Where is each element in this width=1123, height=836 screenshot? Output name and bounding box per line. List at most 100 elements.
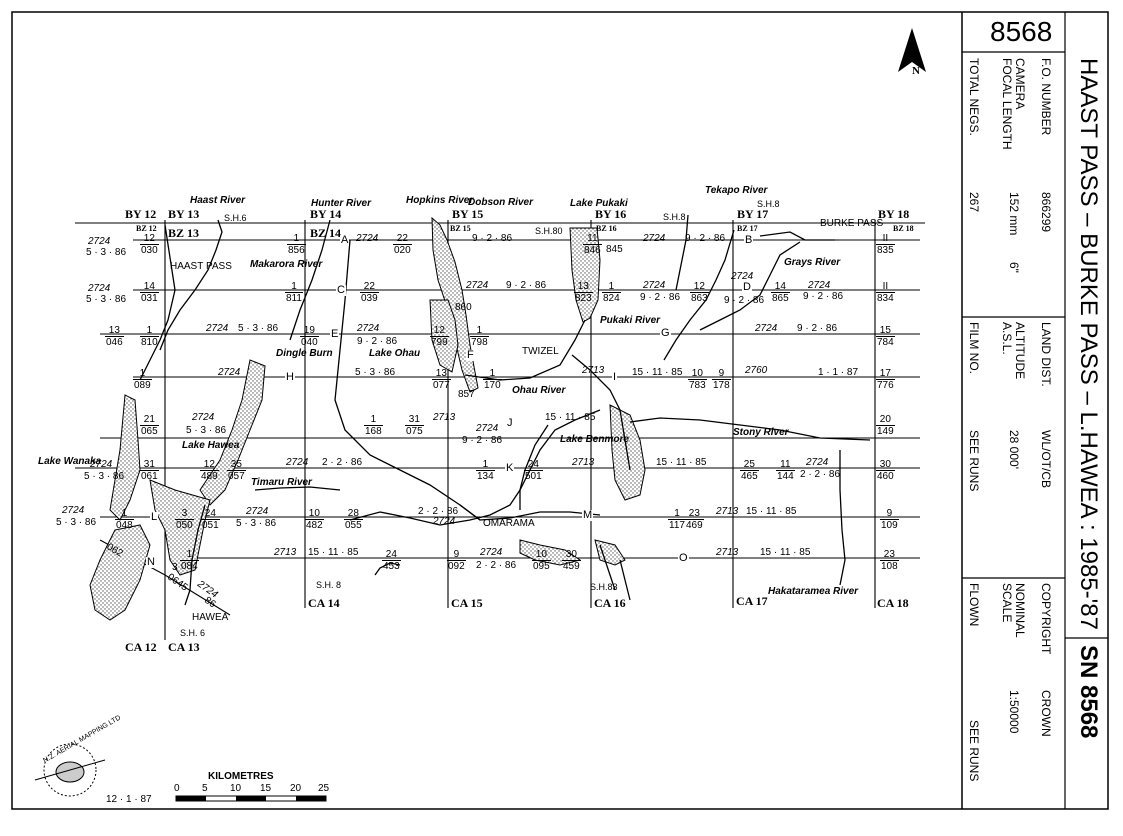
road-label: S.H.8 [663,212,686,222]
road-label: S.H. 8 [316,580,342,590]
grid-label: BY 13 [168,207,200,221]
place-label: OMARAMA [483,518,535,529]
grid-sub-label: BZ 17 [737,224,758,233]
run-date: 15 · 11 · 85 [746,506,797,517]
run-film: 2724 [806,457,829,468]
north-label: N [912,65,920,77]
date-stamp: 12 · 1 · 87 [106,794,152,805]
scale-label: SCALE [1000,583,1014,623]
scale-tick: 20 [290,783,302,794]
run-film: 2724 [643,233,666,244]
road-label: S.H.6 [224,213,247,223]
rivers-roads [139,214,871,606]
exposure-number: 860 [455,302,472,313]
exposure-number: 845 [606,244,623,255]
run-film: 2724 [192,412,215,423]
run-film: 2713 [274,547,297,558]
run-date: 15 · 11 · 85 [760,547,811,558]
grid-label: CA 15 [451,596,483,610]
outer-frame [11,11,1109,810]
run-film: 2713 [433,412,456,423]
run-date: 5 · 3 · 86 [86,294,127,305]
focal-length-label: FOCAL LENGTH [1000,58,1014,150]
copyright-value: CROWN [1039,690,1053,737]
river-label: Dingle Burn [276,348,333,359]
river-label: Hopkins River [406,195,474,206]
run-film: 2724 [731,271,754,282]
road-label: S.H.8 [757,199,780,209]
run-film: 2724 [808,280,831,291]
run-film: 2724 [466,280,489,291]
run-date: 5 · 3 · 86 [238,323,279,334]
run-date: 15 · 11 · 85 [656,457,707,468]
camera-label: CAMERA [1013,58,1027,110]
run-film: 2724 [480,547,503,558]
run-date: 5 · 3 · 86 [84,471,125,482]
run-letter: F [466,349,475,361]
run-film: 2713 [716,506,739,517]
land-dist-label: LAND DIST. [1039,322,1053,387]
river-label: Stony River [733,427,789,438]
grid-label: BY 18 [878,207,910,221]
run-date: 5 · 3 · 86 [236,518,277,529]
lake-label: Lake Hawea [182,440,240,451]
run-letter: H [285,371,295,383]
river-label: Haast River [190,195,246,206]
run-date: 5 · 3 · 86 [355,367,396,378]
run-date: 5 · 3 · 86 [186,425,227,436]
run-date: 1 · 1 · 87 [818,367,859,378]
sheet-number: 8568 [990,16,1053,47]
run-film: 2713 [582,365,605,376]
road-label: S.H. 6 [180,628,206,638]
grid-label: CA 18 [877,596,909,610]
focal-length-in: 6" [1007,262,1021,273]
run-letter: B [744,234,754,246]
run-letter: M [582,509,594,521]
road-label: S.H.83 [590,582,618,592]
road-label: S.H.80 [535,226,563,236]
sheet-sn: SN 8568 [1075,645,1102,739]
scale-tick: 5 [202,783,208,794]
run-letter: N [146,556,156,568]
grid-label: BY 17 [737,207,769,221]
run-film: 2724 [90,459,113,470]
scale-title: KILOMETRES [208,771,274,782]
run-film: 2724 [286,457,309,468]
river-label: Dobson River [468,197,534,208]
lake-label: Lake Benmore [560,434,629,445]
run-letter: I [612,371,618,383]
run-date: 5 · 3 · 86 [86,247,127,258]
run-film: 2724 [88,236,111,247]
run-date: 9 · 2 · 86 [357,336,398,347]
run-film: 2724 [357,323,380,334]
land-dist-value: WL/OT/CB [1039,430,1053,489]
run-film: 2760 [745,365,768,376]
